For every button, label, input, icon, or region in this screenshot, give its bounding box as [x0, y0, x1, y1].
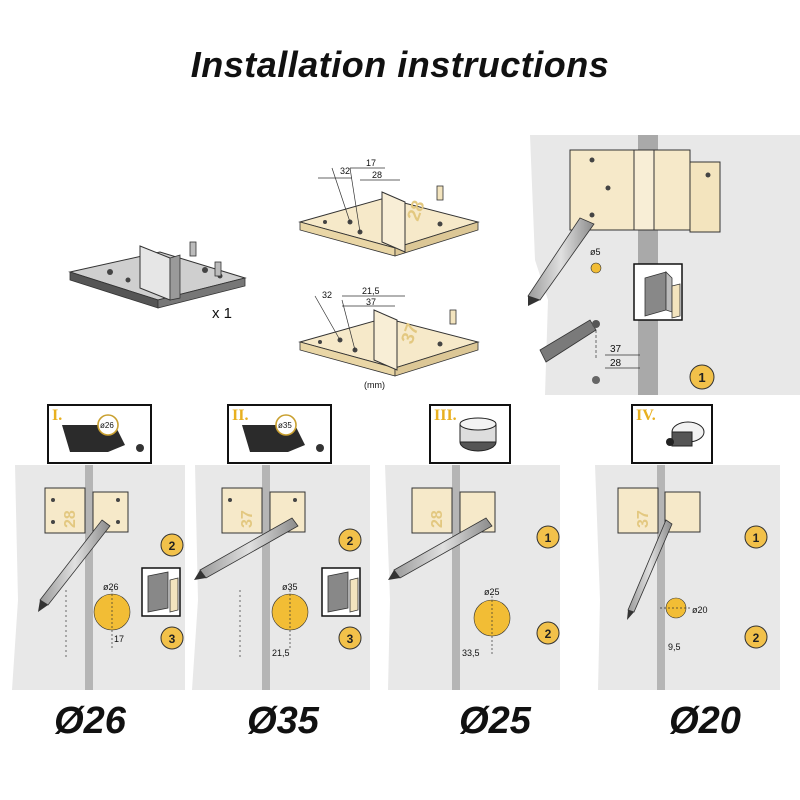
size-label-3: Ø25: [459, 700, 531, 742]
panel-2-step-b: 3: [347, 632, 354, 646]
intro-step-drawing: [527, 135, 800, 395]
size-label-2: Ø35: [247, 700, 319, 742]
panel-1-step-b: 3: [169, 632, 176, 646]
jig-37-dim-b: 21,5: [362, 286, 380, 296]
panel-4-hole-label: ø20: [692, 605, 708, 615]
panel-2-jig-marking: 37: [239, 510, 256, 528]
panel-2-roman: II.: [232, 407, 248, 424]
quantity-label: x 1: [212, 305, 232, 322]
panel-1-offset-label: 17: [114, 634, 124, 644]
panel-4-jig-marking: 37: [635, 510, 652, 528]
intro-hole-label: ø5: [590, 247, 601, 257]
panel-2-step-badge-b: [338, 626, 362, 650]
panel-4-offset-label: 9,5: [668, 642, 681, 652]
jig-28-drawing: [298, 167, 480, 257]
jig-37-dim-a: 32: [322, 290, 332, 300]
panel-4-step-badge-b: [744, 625, 768, 649]
panel-2-icon-label: ø35: [278, 421, 292, 430]
panel-1-step-a: 2: [169, 539, 176, 553]
panel-4-roman: IV.: [636, 407, 656, 424]
size-label-1: Ø26: [54, 700, 126, 742]
jig-28-dim-c: 28: [372, 170, 382, 180]
panel-4-step-badge-a: [744, 525, 768, 549]
panel-1-roman: I.: [52, 407, 62, 424]
dark-jig-drawing: [68, 241, 247, 309]
panel-3-step-badge-a: [536, 525, 560, 549]
panel-3-drawing: [385, 404, 560, 690]
unit-label: (mm): [364, 380, 385, 390]
intro-step-number: 1: [698, 370, 705, 385]
jig-37-drawing: [298, 295, 480, 377]
panel-3-step-badge-b: [536, 621, 560, 645]
page-title: Installation instructions: [190, 44, 610, 85]
panel-3-offset-label: 33,5: [462, 648, 480, 658]
size-label-4: Ø20: [669, 700, 741, 742]
panel-2-offset-label: 21,5: [272, 648, 290, 658]
panel-1-step-badge-b: [160, 626, 184, 650]
panel-3-hole-label: ø25: [484, 587, 500, 597]
panel-4-drawing: [595, 404, 780, 690]
panel-3-jig-marking: 28: [429, 510, 446, 528]
jig-28-dim-a: 32: [340, 166, 350, 176]
panel-2-hole-label: ø35: [282, 582, 298, 592]
panel-4-step-a: 1: [753, 531, 760, 545]
jig-28-dim-b: 17: [366, 158, 376, 168]
panel-3-roman: III.: [434, 407, 457, 424]
panel-1-jig-marking: 28: [62, 510, 79, 528]
panel-1-step-badge-a: [160, 533, 184, 557]
panel-4-step-b: 2: [753, 631, 760, 645]
panel-1-hole-label: ø26: [103, 582, 119, 592]
panel-2-drawing: [192, 404, 370, 690]
intro-dim-b: 28: [610, 358, 622, 369]
panel-1-icon-label: ø26: [100, 421, 114, 430]
panel-3-step-b: 2: [545, 627, 552, 641]
panel-3-step-a: 1: [545, 531, 552, 545]
jig-37-dim-c: 37: [366, 297, 376, 307]
panel-1-drawing: [12, 404, 185, 690]
panel-2-step-a: 2: [347, 534, 354, 548]
intro-dim-a: 37: [610, 344, 622, 355]
intro-step-badge: [689, 364, 715, 390]
panel-2-step-badge-a: [338, 528, 362, 552]
